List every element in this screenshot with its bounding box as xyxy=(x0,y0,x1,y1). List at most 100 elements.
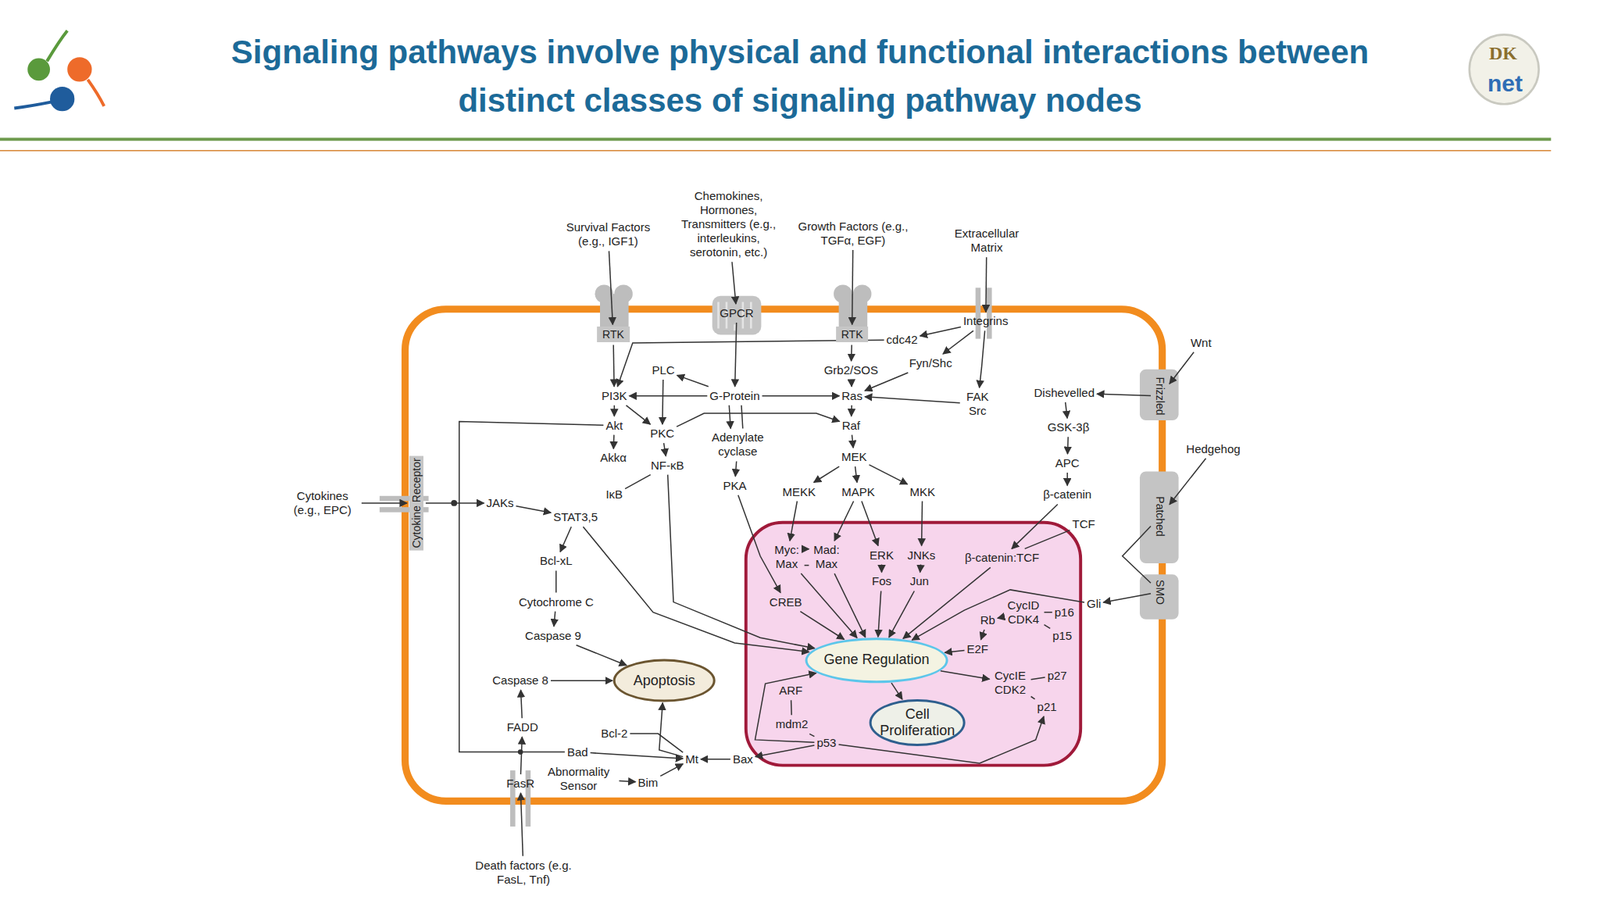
node-text: Fyn/Shc xyxy=(909,356,953,371)
protein-node: MKK xyxy=(909,485,936,500)
receptor-label: SMO xyxy=(1153,579,1168,605)
node-text: p53 xyxy=(816,735,836,750)
receptor-symbol xyxy=(600,293,629,329)
node-text: FADD xyxy=(507,720,539,735)
connector xyxy=(738,495,781,593)
node-text: Fos xyxy=(871,574,892,589)
connector xyxy=(855,466,858,483)
connector xyxy=(861,501,879,547)
protein-node: JNKs xyxy=(907,548,936,563)
protein-node: E2F xyxy=(966,642,989,657)
node-text: Bad xyxy=(567,745,589,760)
protein-node: Mad: Max xyxy=(810,542,842,572)
receptor-symbol xyxy=(1139,574,1179,619)
node-text: SMO xyxy=(1153,579,1168,605)
node-text: p16 xyxy=(1054,605,1075,620)
node-text: β-catenin xyxy=(1042,487,1092,502)
connector xyxy=(878,591,882,638)
protein-node: β-catenin xyxy=(1042,487,1092,502)
connector xyxy=(626,405,651,425)
protein-node: Bcl-2 xyxy=(600,726,628,741)
connector xyxy=(864,396,961,404)
connector xyxy=(1031,677,1046,680)
connector xyxy=(1044,611,1053,614)
connector xyxy=(590,753,684,759)
node-text: G-Protein xyxy=(709,389,760,404)
connector xyxy=(425,502,485,504)
node-text: Dishevelled xyxy=(1034,385,1096,400)
connector xyxy=(804,564,810,567)
protein-node: MEKK xyxy=(782,485,816,500)
connector xyxy=(1066,472,1068,486)
protein-node: Abnormality Sensor xyxy=(540,764,618,793)
node-text: CycID CDK4 xyxy=(1005,598,1043,627)
protein-node: IκB xyxy=(605,487,623,502)
protein-node: Cytokines (e.g., EPC) xyxy=(285,489,360,518)
connector xyxy=(834,501,854,542)
protein-node: PI3K xyxy=(601,389,628,404)
protein-node: G-Protein xyxy=(709,389,760,404)
node-text: Cytokines (e.g., EPC) xyxy=(285,489,360,518)
connector xyxy=(582,526,809,652)
node-text: Adenylate cyclase xyxy=(699,430,776,459)
node-text: Cytokine Receptor xyxy=(409,457,424,548)
connector xyxy=(881,564,883,573)
connector xyxy=(553,611,556,627)
node-text: CycIE CDK2 xyxy=(992,668,1029,697)
connector xyxy=(735,322,737,387)
logo-arrow xyxy=(87,79,104,107)
receptor-label: Frizzled xyxy=(1153,376,1168,415)
connector xyxy=(555,570,558,593)
connector xyxy=(667,475,815,649)
nucleus xyxy=(746,522,1081,766)
connector xyxy=(609,250,614,325)
protein-node: Bax xyxy=(732,752,754,767)
connector xyxy=(521,689,523,718)
node-text: CREB xyxy=(769,595,803,610)
connector xyxy=(629,395,708,397)
connector xyxy=(755,672,817,743)
connector xyxy=(617,339,884,387)
integrin-symbol xyxy=(986,287,993,339)
connector xyxy=(944,650,965,654)
header-rule xyxy=(0,150,1551,152)
protein-node: CycIE CDK2 xyxy=(992,668,1029,697)
connector xyxy=(800,611,844,640)
connector xyxy=(1031,696,1036,700)
logo-dot xyxy=(50,86,75,111)
protein-node: Hedgehog xyxy=(1185,442,1240,457)
connector xyxy=(614,405,616,417)
node-text: Survival Factors (e.g., IGF1) xyxy=(552,220,665,249)
protein-node: cdc42 xyxy=(886,332,918,347)
connector xyxy=(625,475,651,490)
node-text: Bim xyxy=(637,775,658,790)
node-text: β-catenin:TCF xyxy=(964,550,1040,565)
protein-node: Cytochrome C xyxy=(518,595,594,610)
connector xyxy=(361,502,408,504)
protein-node: Wnt xyxy=(1190,335,1212,350)
protein-node: MAPK xyxy=(841,485,875,500)
connector xyxy=(560,526,572,552)
protein-node: GSK-3β xyxy=(1047,420,1090,435)
connector xyxy=(459,421,604,752)
protein-node: Gli xyxy=(1086,596,1101,611)
protein-node: β-catenin:TCF xyxy=(964,550,1040,565)
connector xyxy=(521,736,523,775)
node-text: ERK xyxy=(869,548,894,563)
connector xyxy=(629,733,683,753)
node-text: GSK-3β xyxy=(1047,420,1090,435)
connector xyxy=(814,466,840,483)
protein-node: Bad xyxy=(567,745,589,760)
node-text: mdm2 xyxy=(775,717,809,732)
connector xyxy=(942,330,974,354)
protein-node: Akt xyxy=(605,418,623,433)
node-text: p21 xyxy=(1037,700,1058,715)
connector xyxy=(919,564,922,573)
logo-text: DK xyxy=(1489,42,1518,64)
node-text: Caspase 9 xyxy=(525,628,582,643)
connector xyxy=(1096,393,1151,396)
node-text: Caspase 8 xyxy=(492,673,549,688)
protein-node: GPCR xyxy=(719,306,754,321)
